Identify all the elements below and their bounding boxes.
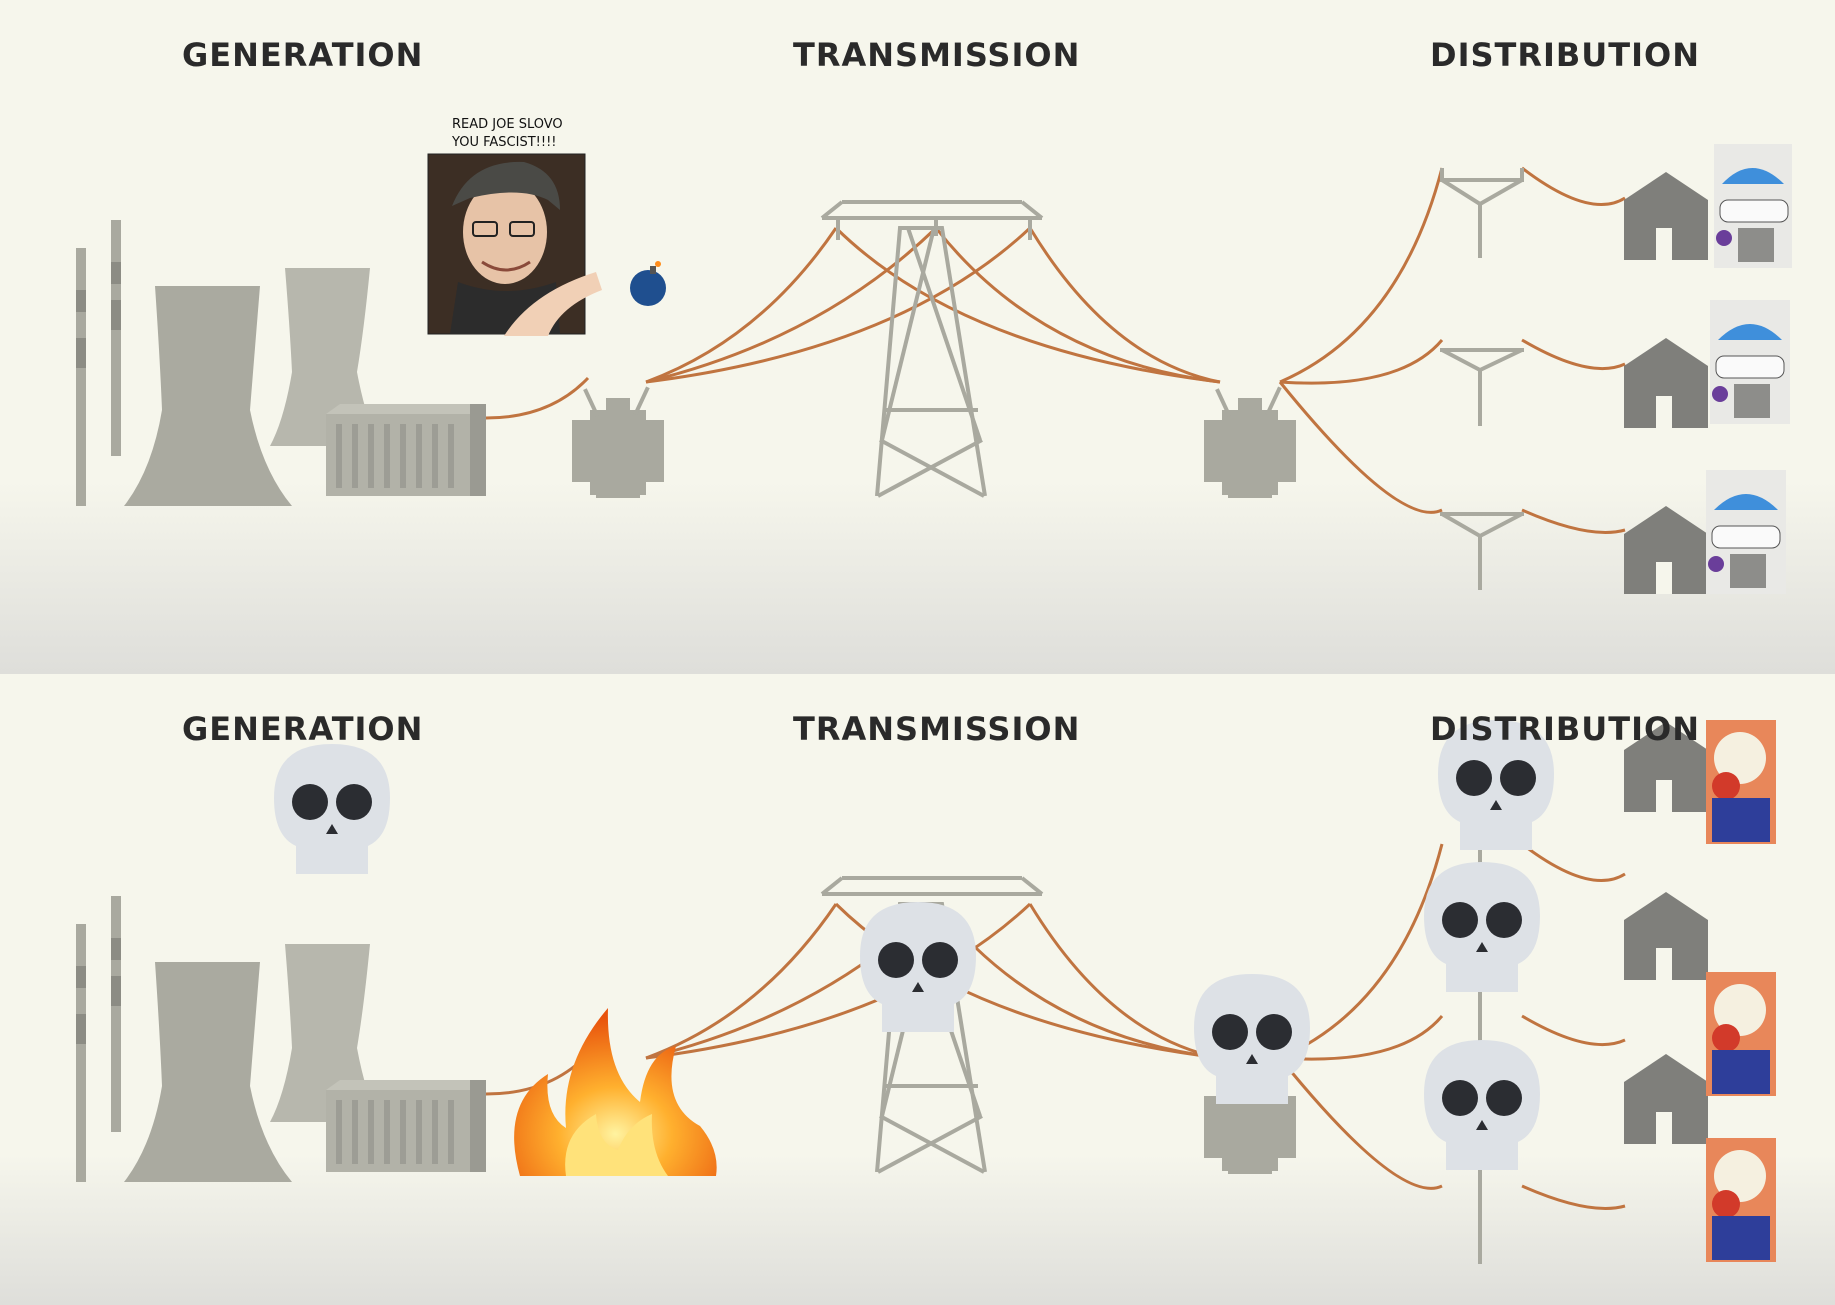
cooling-tower-icon (270, 944, 380, 1122)
utility-pole-icon (1440, 348, 1524, 426)
power-lines (485, 166, 1626, 534)
skull-icon (860, 902, 976, 1032)
portrait-with-bomb (427, 153, 666, 336)
transformer-icon (1204, 386, 1296, 498)
smokestack-icon (76, 896, 121, 1182)
poster-icon (1706, 972, 1776, 1096)
ground (0, 480, 1835, 674)
panel-after: GENERATION TRANSMISSION DISTRIBUTION (0, 674, 1835, 1305)
pylon-icon (820, 200, 1044, 498)
heading-generation: GENERATION (182, 36, 424, 74)
heading-distribution: DISTRIBUTION (1430, 710, 1700, 748)
poster-icon (1706, 720, 1776, 844)
generator-icon (326, 404, 486, 496)
heading-transmission: TRANSMISSION (793, 710, 1081, 748)
skull-icon (1194, 974, 1310, 1104)
collage-face (1714, 144, 1792, 268)
transformer-icon (1204, 1086, 1296, 1174)
cooling-tower-icon (124, 286, 292, 506)
hand-icon (504, 272, 602, 336)
utility-pole-icon (1440, 168, 1524, 258)
bomb-icon (630, 270, 666, 306)
poster-icon (1706, 1138, 1776, 1262)
panel-before: GENERATION TRANSMISSION DISTRIBUTION REA… (0, 36, 1835, 674)
house-icon (1624, 722, 1708, 812)
house-icon (1624, 1054, 1708, 1144)
cooling-tower-icon (270, 268, 380, 446)
house-icon (1624, 892, 1708, 980)
smokestack-icon (76, 220, 121, 506)
cooling-tower-icon (124, 962, 292, 1182)
house-icon (1624, 172, 1708, 260)
house-icon (1624, 506, 1708, 594)
transformer-icon (572, 386, 664, 498)
heading-generation: GENERATION (182, 710, 424, 748)
skull-icon (1438, 720, 1554, 850)
heading-transmission: TRANSMISSION (793, 36, 1081, 74)
collage-face (1710, 300, 1790, 424)
house-icon (1624, 338, 1708, 428)
heading-distribution: DISTRIBUTION (1430, 36, 1700, 74)
utility-pole-icon (1440, 512, 1524, 590)
ground (0, 1154, 1835, 1305)
skull-icon (1424, 1040, 1540, 1170)
collage-face (1706, 470, 1786, 594)
skull-icon (1424, 862, 1540, 992)
skull-icon (274, 744, 390, 874)
fire-icon (514, 1008, 717, 1176)
generator-icon (326, 1080, 486, 1172)
speech-caption: READ JOE SLOVO YOU FASCIST!!!! (452, 117, 563, 150)
